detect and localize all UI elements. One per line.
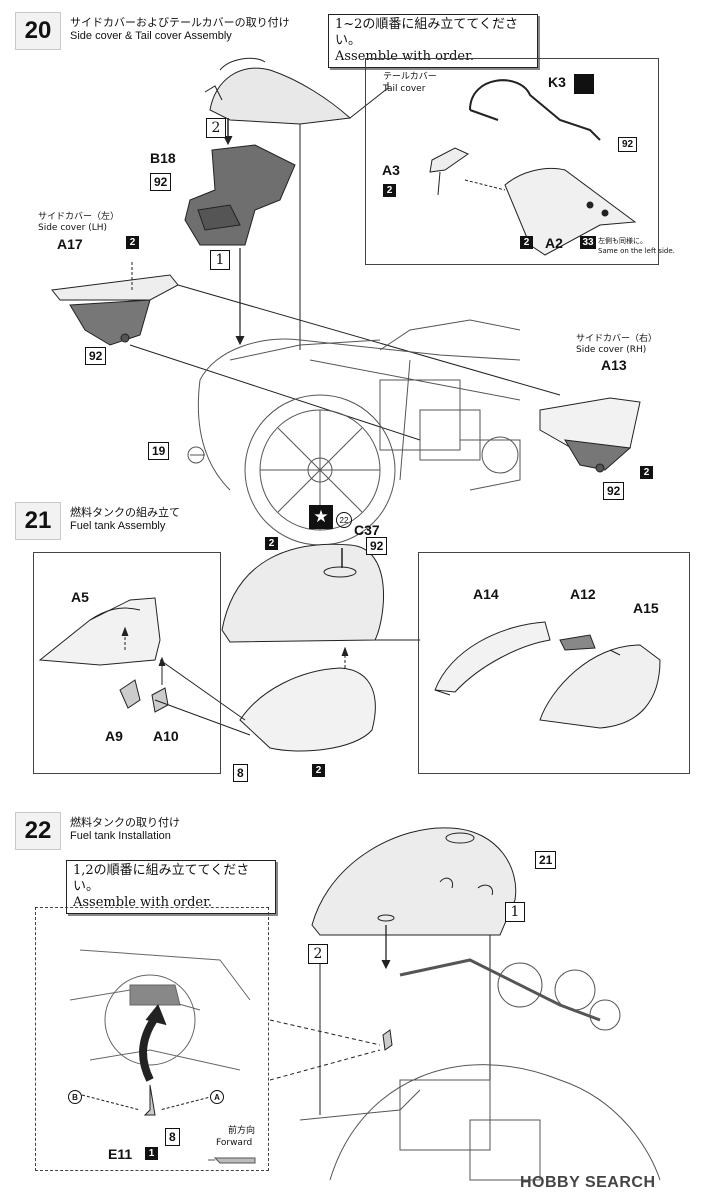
step-22-title-jp: 燃料タンクの取り付け <box>70 816 180 829</box>
paint-92-tag: 92 <box>150 173 172 191</box>
step-21-title-jp: 燃料タンクの組み立て <box>70 506 180 519</box>
tail-cover-label-jp: テールカバー <box>383 72 437 82</box>
step-20-number: 20 <box>15 12 61 50</box>
inset-frame-drawing <box>69 949 251 1071</box>
part-a15-label: A15 <box>633 600 659 616</box>
part-a14-label: A14 <box>473 586 499 602</box>
paint-22-marker: 22 <box>336 512 352 528</box>
pin-b-marker: B <box>68 1090 82 1104</box>
detail-inset <box>35 907 269 1171</box>
tail-cover-inset <box>365 58 659 265</box>
same-left-note-en: Same on the left side. <box>598 247 675 255</box>
step-20-order-note: 1~2の順番に組み立ててください。 Assemble with order. <box>328 14 538 68</box>
same-left-note-jp: 左側も同様に。 <box>598 237 647 245</box>
pin-a-marker: A <box>210 1090 224 1104</box>
paint-2-tag-tank: 2 <box>265 537 278 550</box>
star-icon: ★ <box>309 505 333 529</box>
tank-half-inset <box>33 552 221 774</box>
paint-2-tag-a17: 2 <box>126 236 139 249</box>
side-cover-lh-drawing <box>51 274 179 346</box>
part-b18-label: B18 <box>150 150 176 166</box>
paint-92-tag-k3: 92 <box>618 137 638 152</box>
tank-installation-drawing <box>311 827 517 936</box>
fuel-tank-drawing <box>221 543 385 643</box>
step-21-title-en: Fuel tank Assembly <box>70 520 166 532</box>
part-a3-label: A3 <box>382 162 400 178</box>
order-2-marker-22: 2 <box>308 944 328 964</box>
part-a13-label: A13 <box>601 357 627 373</box>
paint-2-tag-a2: 2 <box>520 236 533 249</box>
step-20-title-jp: サイドカバーおよびテールカバーの取り付け <box>70 16 290 29</box>
part-a5-label: A5 <box>71 589 89 605</box>
side-cover-rh-en: Side cover (RH) <box>576 345 647 355</box>
tail-hump-drawing <box>204 57 352 125</box>
side-cover-lh-jp: サイドカバー（左） <box>38 212 120 222</box>
part-a2-label: A2 <box>545 235 563 251</box>
tank-lower-half-drawing <box>239 667 376 752</box>
side-cover-rh-drawing <box>539 397 641 473</box>
paint-92-tag-c37: 92 <box>366 537 388 555</box>
step-22-order-note: 1,2の順番に組み立ててください。 Assemble with order. <box>66 860 276 914</box>
part-a17-label: A17 <box>57 236 83 252</box>
paint-2-tag-lower: 2 <box>312 764 325 777</box>
paint-92-tag-a17: 92 <box>85 347 107 365</box>
part-c37-label: C37 <box>354 522 380 538</box>
forward-label-jp: 前方向 <box>228 1126 256 1136</box>
tool-symbol-icon <box>574 74 594 94</box>
step-22-title-en: Fuel tank Installation <box>70 830 171 842</box>
part-a10-label: A10 <box>153 728 179 744</box>
hobby-search-watermark: HOBBY SEARCH <box>520 1174 656 1191</box>
step-21-reference-tag: 21 <box>535 851 557 869</box>
step-22-number: 22 <box>15 812 61 850</box>
part-e11-label: E11 <box>108 1146 133 1162</box>
tank-half-a5-drawing <box>38 597 161 666</box>
part-a12-label: A12 <box>570 586 596 602</box>
paint-33-tag: 33 <box>580 236 596 249</box>
tank-cover-inset <box>418 552 690 774</box>
paint-2-tag-a3: 2 <box>383 184 396 197</box>
step-20-title-en: Side cover & Tail cover Assembly <box>70 30 232 42</box>
order-1-marker-22: 1 <box>505 902 525 922</box>
motorcycle-front-drawing <box>299 958 661 1181</box>
part-a9-label: A9 <box>105 728 123 744</box>
forward-label-en: Forward <box>216 1138 253 1148</box>
paint-8-tag: 8 <box>233 764 248 782</box>
order-2-marker: 2 <box>206 118 226 138</box>
paint-2-tag-a13: 2 <box>640 466 653 479</box>
part-k3-label: K3 <box>548 74 566 90</box>
paint-8-tag-e11: 8 <box>165 1128 180 1146</box>
tail-cover-label-en: Tail cover <box>383 84 426 94</box>
step-19-reference-tag: 19 <box>148 442 170 460</box>
paint-92-tag-a13: 92 <box>603 482 625 500</box>
side-cover-rh-jp: サイドカバー（右） <box>576 334 658 344</box>
side-cover-lh-en: Side cover (LH) <box>38 223 108 233</box>
motorcycle-rear-drawing <box>187 319 521 546</box>
step-21-number: 21 <box>15 502 61 540</box>
seat-b18-drawing <box>184 144 296 246</box>
order-1-marker: 1 <box>210 250 230 270</box>
paint-1-tag: 1 <box>145 1147 158 1160</box>
